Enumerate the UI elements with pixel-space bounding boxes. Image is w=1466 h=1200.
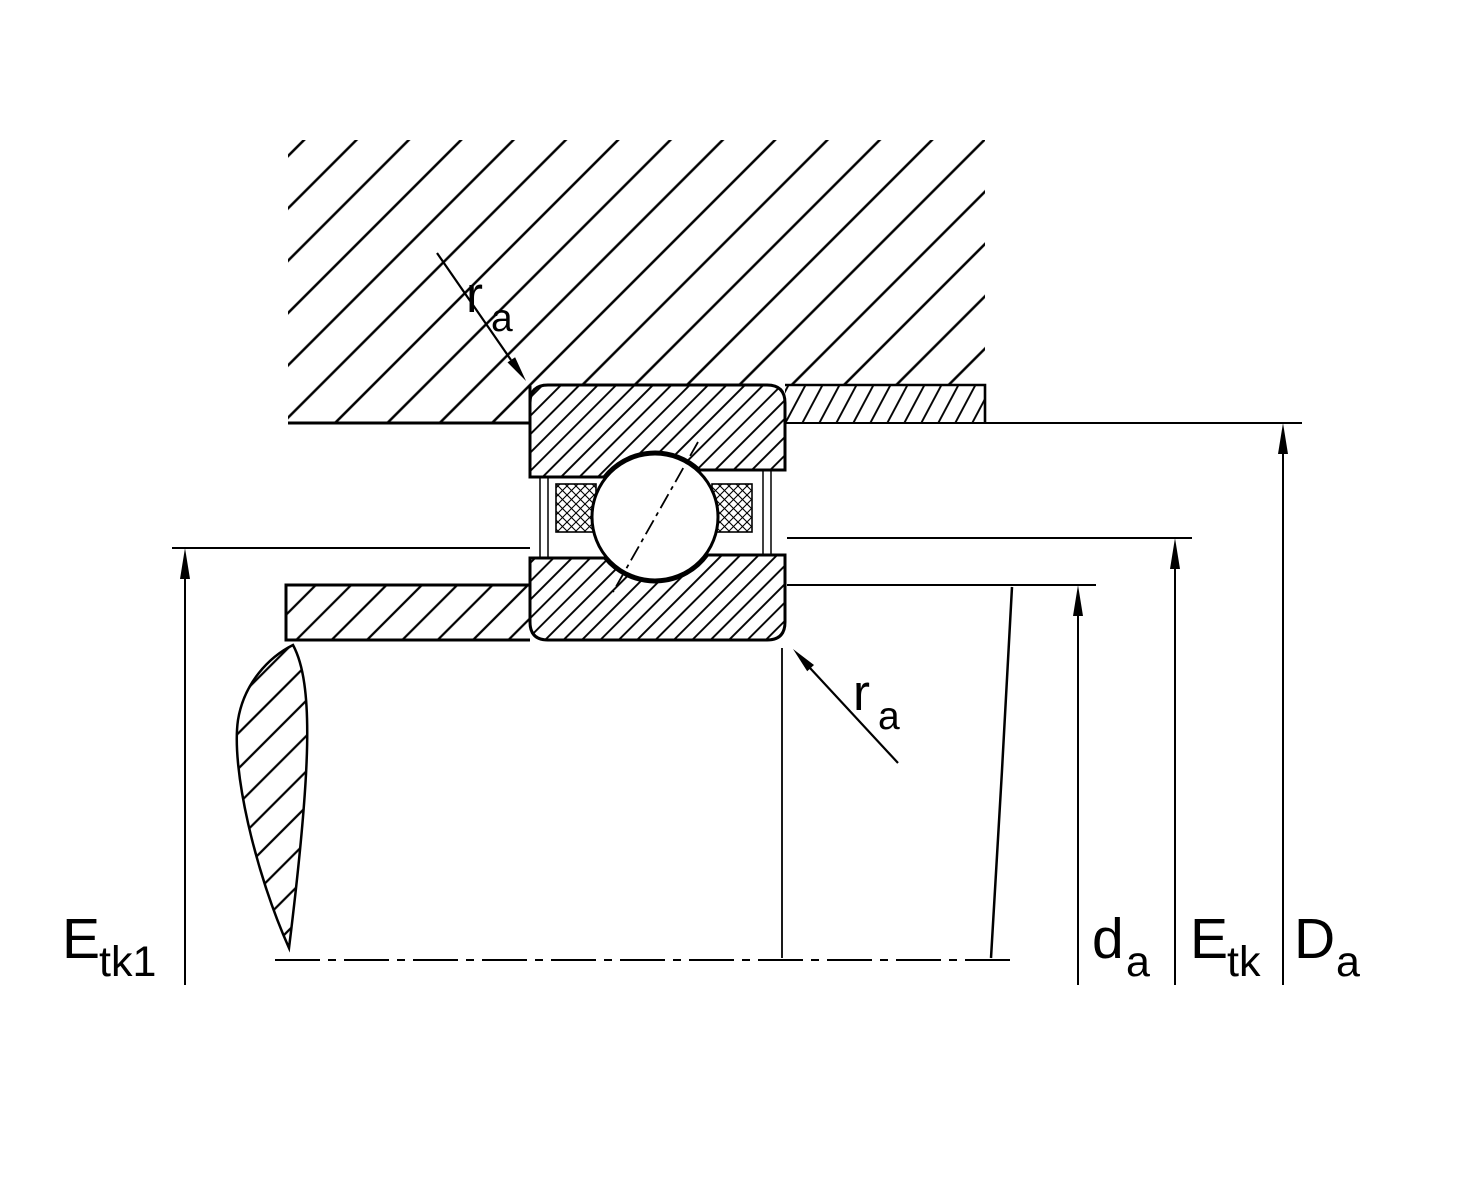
arrowhead-Etk: [1170, 538, 1180, 569]
dimension-Da: [1278, 423, 1288, 985]
end-cap-hatch-area: [785, 385, 985, 423]
arrowhead-Etk1: [180, 548, 190, 579]
shaft-shoulder-edge: [284, 583, 530, 642]
label-da-sub: a: [1126, 938, 1150, 986]
bearing-outer-ring: [528, 383, 787, 479]
label-da: d: [1092, 907, 1124, 971]
dimension-da: [1073, 585, 1083, 985]
label-Etk-sub: tk: [1227, 938, 1261, 986]
leader-ra-bottom: [793, 649, 899, 764]
dimension-Etk1: [180, 548, 190, 985]
end-cap-edge: [785, 383, 987, 423]
arrowhead-ra-top: [507, 357, 526, 381]
label-Etk1: E: [62, 907, 100, 971]
label-ra-bottom-sub: a: [878, 695, 900, 738]
ball: [590, 452, 720, 582]
shaft-shoulder-section: [235, 583, 530, 953]
cage-left: [555, 483, 597, 533]
label-Da-sub: a: [1336, 938, 1360, 986]
label-ra-top: r: [466, 266, 483, 323]
label-ra-bottom: r: [853, 664, 870, 721]
bearing-cross-section: [528, 383, 787, 642]
label-Etk: E: [1190, 907, 1228, 971]
arrowhead-da: [1073, 585, 1083, 616]
shaft-outline-curve: [989, 586, 1014, 959]
contact-angle-centerline: [612, 441, 699, 593]
label-Da: D: [1294, 907, 1335, 971]
label-ra-top-sub: a: [491, 297, 513, 340]
shaft-shoulder-hatch-area: [286, 585, 530, 640]
housing-section: [288, 140, 985, 425]
label-Etk1-sub: tk1: [99, 938, 156, 986]
bearing-inner-ring: [528, 553, 787, 642]
leader-ra-top: [436, 252, 526, 381]
reference-lines: [172, 537, 1192, 959]
shaft-undercut-profile: [235, 643, 309, 953]
arrowhead-Da: [1278, 423, 1288, 454]
end-cap-section: [785, 383, 987, 423]
housing-hatch-area: [288, 140, 985, 423]
dimension-Etk: [1170, 538, 1180, 985]
arrowhead-ra-bottom: [793, 649, 814, 672]
